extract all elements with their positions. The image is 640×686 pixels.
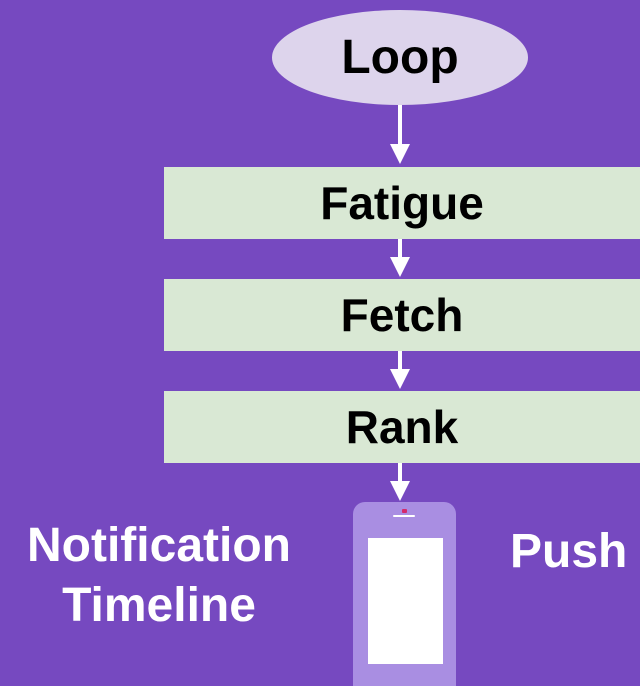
phone-screen: [368, 538, 443, 664]
rank-label: Rank: [345, 401, 459, 453]
timeline-label-line-2: Timeline: [62, 579, 256, 632]
notification-timeline-label: Notification Timeline: [6, 516, 312, 636]
smartphone-icon: [353, 502, 456, 686]
arrow-rank-to-phone: [390, 463, 410, 501]
fetch-label: Fetch: [340, 289, 464, 341]
timeline-label-line-1: Notification: [27, 519, 291, 572]
loop-label: Loop: [341, 31, 459, 84]
arrow-fatigue-to-fetch: [390, 239, 410, 277]
arrow-loop-to-fatigue: [390, 105, 410, 164]
push-label: Push: [510, 525, 628, 578]
fatigue-label: Fatigue: [320, 177, 484, 229]
rank-step: Rank: [164, 391, 640, 463]
fetch-step: Fetch: [164, 279, 640, 351]
loop-node: Loop: [272, 10, 528, 105]
phone-camera: [402, 509, 407, 513]
phone-speaker: [393, 515, 415, 517]
arrow-fetch-to-rank: [390, 351, 410, 389]
fatigue-step: Fatigue: [164, 167, 640, 239]
